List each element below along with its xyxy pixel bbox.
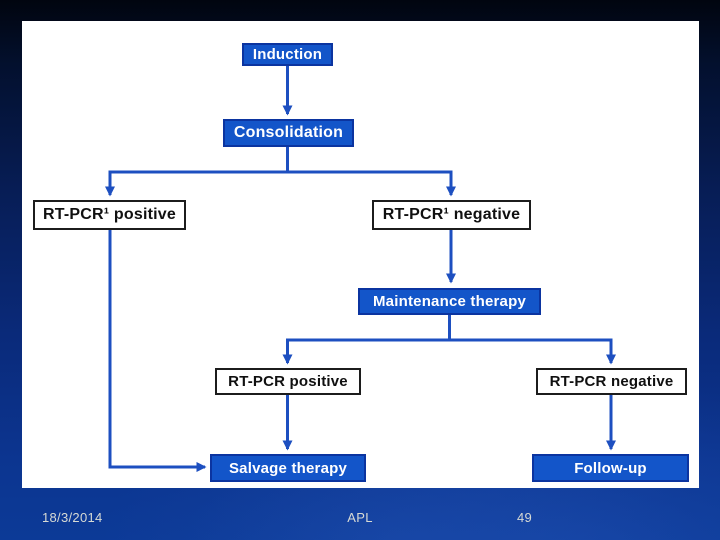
- node-rt-pcr1-positive: RT-PCR¹ positive: [33, 200, 186, 230]
- node-follow-up: Follow-up: [532, 454, 689, 482]
- footer-date: 18/3/2014: [42, 510, 103, 525]
- node-consolidation: Consolidation: [223, 119, 354, 147]
- node-salvage-therapy: Salvage therapy: [210, 454, 366, 482]
- node-rt-pcr1-negative: RT-PCR¹ negative: [372, 200, 531, 230]
- node-maintenance-therapy: Maintenance therapy: [358, 288, 541, 315]
- node-induction: Induction: [242, 43, 333, 66]
- footer-title: APL: [347, 510, 373, 525]
- footer-page-number: 49: [517, 510, 533, 525]
- node-rt-pcr-positive: RT-PCR positive: [215, 368, 361, 395]
- node-rt-pcr-negative: RT-PCR negative: [536, 368, 687, 395]
- flowchart-panel: Induction Consolidation RT-PCR¹ positive…: [22, 21, 699, 488]
- flowchart-connectors: [104, 65, 617, 473]
